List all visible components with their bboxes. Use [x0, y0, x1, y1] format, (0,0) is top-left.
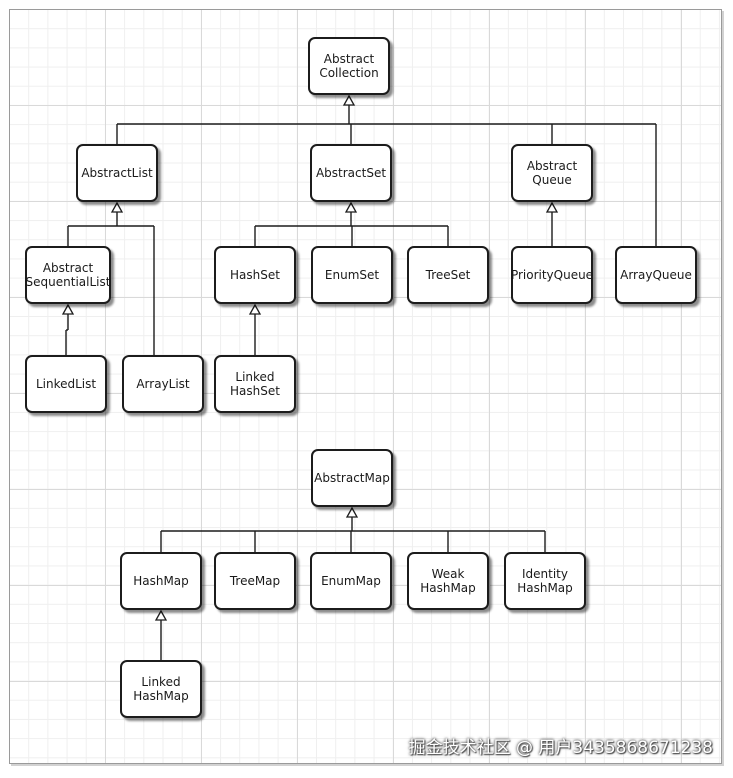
class-node-label: AbstractList — [81, 166, 152, 180]
class-node-enum-set: EnumSet — [311, 246, 393, 304]
class-name-line-1: AbstractSet — [315, 166, 387, 180]
class-name-line-1: ArrayList — [136, 377, 190, 391]
class-name-line-1: Abstract — [323, 52, 375, 66]
class-name-line-1: Abstract — [42, 261, 94, 275]
class-name-line-1: Weak — [431, 567, 465, 581]
inheritance-arrow-abstract-collection — [342, 94, 356, 106]
class-name-line-1: LinkedList — [35, 377, 97, 391]
class-name-line-2: Queue — [532, 173, 572, 187]
class-node-hash-map: HashMap — [120, 552, 202, 610]
class-name-line-1: EnumMap — [321, 574, 381, 588]
class-name-line-1: ArrayQueue — [620, 268, 692, 282]
inheritance-arrow-abstract-list — [110, 201, 124, 213]
class-name-line-1: HashMap — [133, 574, 189, 588]
class-name-line-2: HashMap — [133, 689, 189, 703]
class-node-abstract-map: AbstractMap — [311, 449, 393, 507]
class-name-line-2: HashMap — [420, 581, 476, 595]
inheritance-arrow-abstract-set — [344, 201, 358, 213]
class-node-label: AbstractSet — [316, 166, 386, 180]
class-node-tree-map: TreeMap — [214, 552, 296, 610]
class-node-label: AbstractMap — [314, 471, 390, 485]
class-node-abstract-list: AbstractList — [76, 144, 158, 202]
class-node-label: HashMap — [133, 574, 189, 588]
class-node-label: EnumMap — [321, 574, 381, 588]
class-name-line-1: Linked — [141, 675, 181, 689]
class-name-line-1: Identity — [522, 567, 568, 581]
class-name-line-1: AbstractMap — [314, 471, 390, 485]
class-node-abstract-set: AbstractSet — [310, 144, 392, 202]
class-node-hash-set: HashSet — [214, 246, 296, 304]
class-name-line-2: HashMap — [517, 581, 573, 595]
class-name-line-1: HashSet — [230, 268, 280, 282]
class-name-line-1: AbstractList — [81, 166, 153, 180]
class-node-array-queue: ArrayQueue — [615, 246, 697, 304]
class-node-priority-queue: PriorityQueue — [511, 246, 593, 304]
class-node-tree-set: TreeSet — [407, 246, 489, 304]
watermark: 掘金技术社区 @ 用户3435868671238 — [408, 738, 713, 758]
class-node-enum-map: EnumMap — [310, 552, 392, 610]
class-name-line-2: SequentialList — [25, 275, 111, 289]
class-node-array-list: ArrayList — [122, 355, 204, 413]
class-node-label: TreeSet — [426, 268, 471, 282]
class-name-line-1: Linked — [235, 370, 275, 384]
class-name-line-2: HashSet — [230, 384, 280, 398]
inheritance-arrow-abstract-map — [345, 506, 359, 518]
class-node-label: ArrayQueue — [620, 268, 692, 282]
grid-paper-background — [9, 9, 722, 764]
class-node-label: ArrayList — [136, 377, 189, 391]
class-node-linked-list: LinkedList — [25, 355, 107, 413]
class-node-label: LinkedList — [36, 377, 96, 391]
class-node-label: PriorityQueue — [511, 268, 593, 282]
class-node-label: EnumSet — [325, 268, 379, 282]
inheritance-arrow-abstract-sequential-list — [61, 303, 75, 315]
inheritance-arrow-hash-map — [154, 609, 168, 621]
class-name-line-1: EnumSet — [324, 268, 380, 282]
class-name-line-1: Abstract — [526, 159, 578, 173]
class-name-line-2: Collection — [319, 66, 379, 80]
class-name-line-1: TreeSet — [425, 268, 471, 282]
class-node-label: HashSet — [230, 268, 280, 282]
class-node-label: TreeMap — [230, 574, 280, 588]
inheritance-arrow-abstract-queue — [545, 201, 559, 213]
class-name-line-1: PriorityQueue — [510, 268, 594, 282]
class-name-line-1: TreeMap — [229, 574, 281, 588]
inheritance-arrow-hash-set — [248, 303, 262, 315]
